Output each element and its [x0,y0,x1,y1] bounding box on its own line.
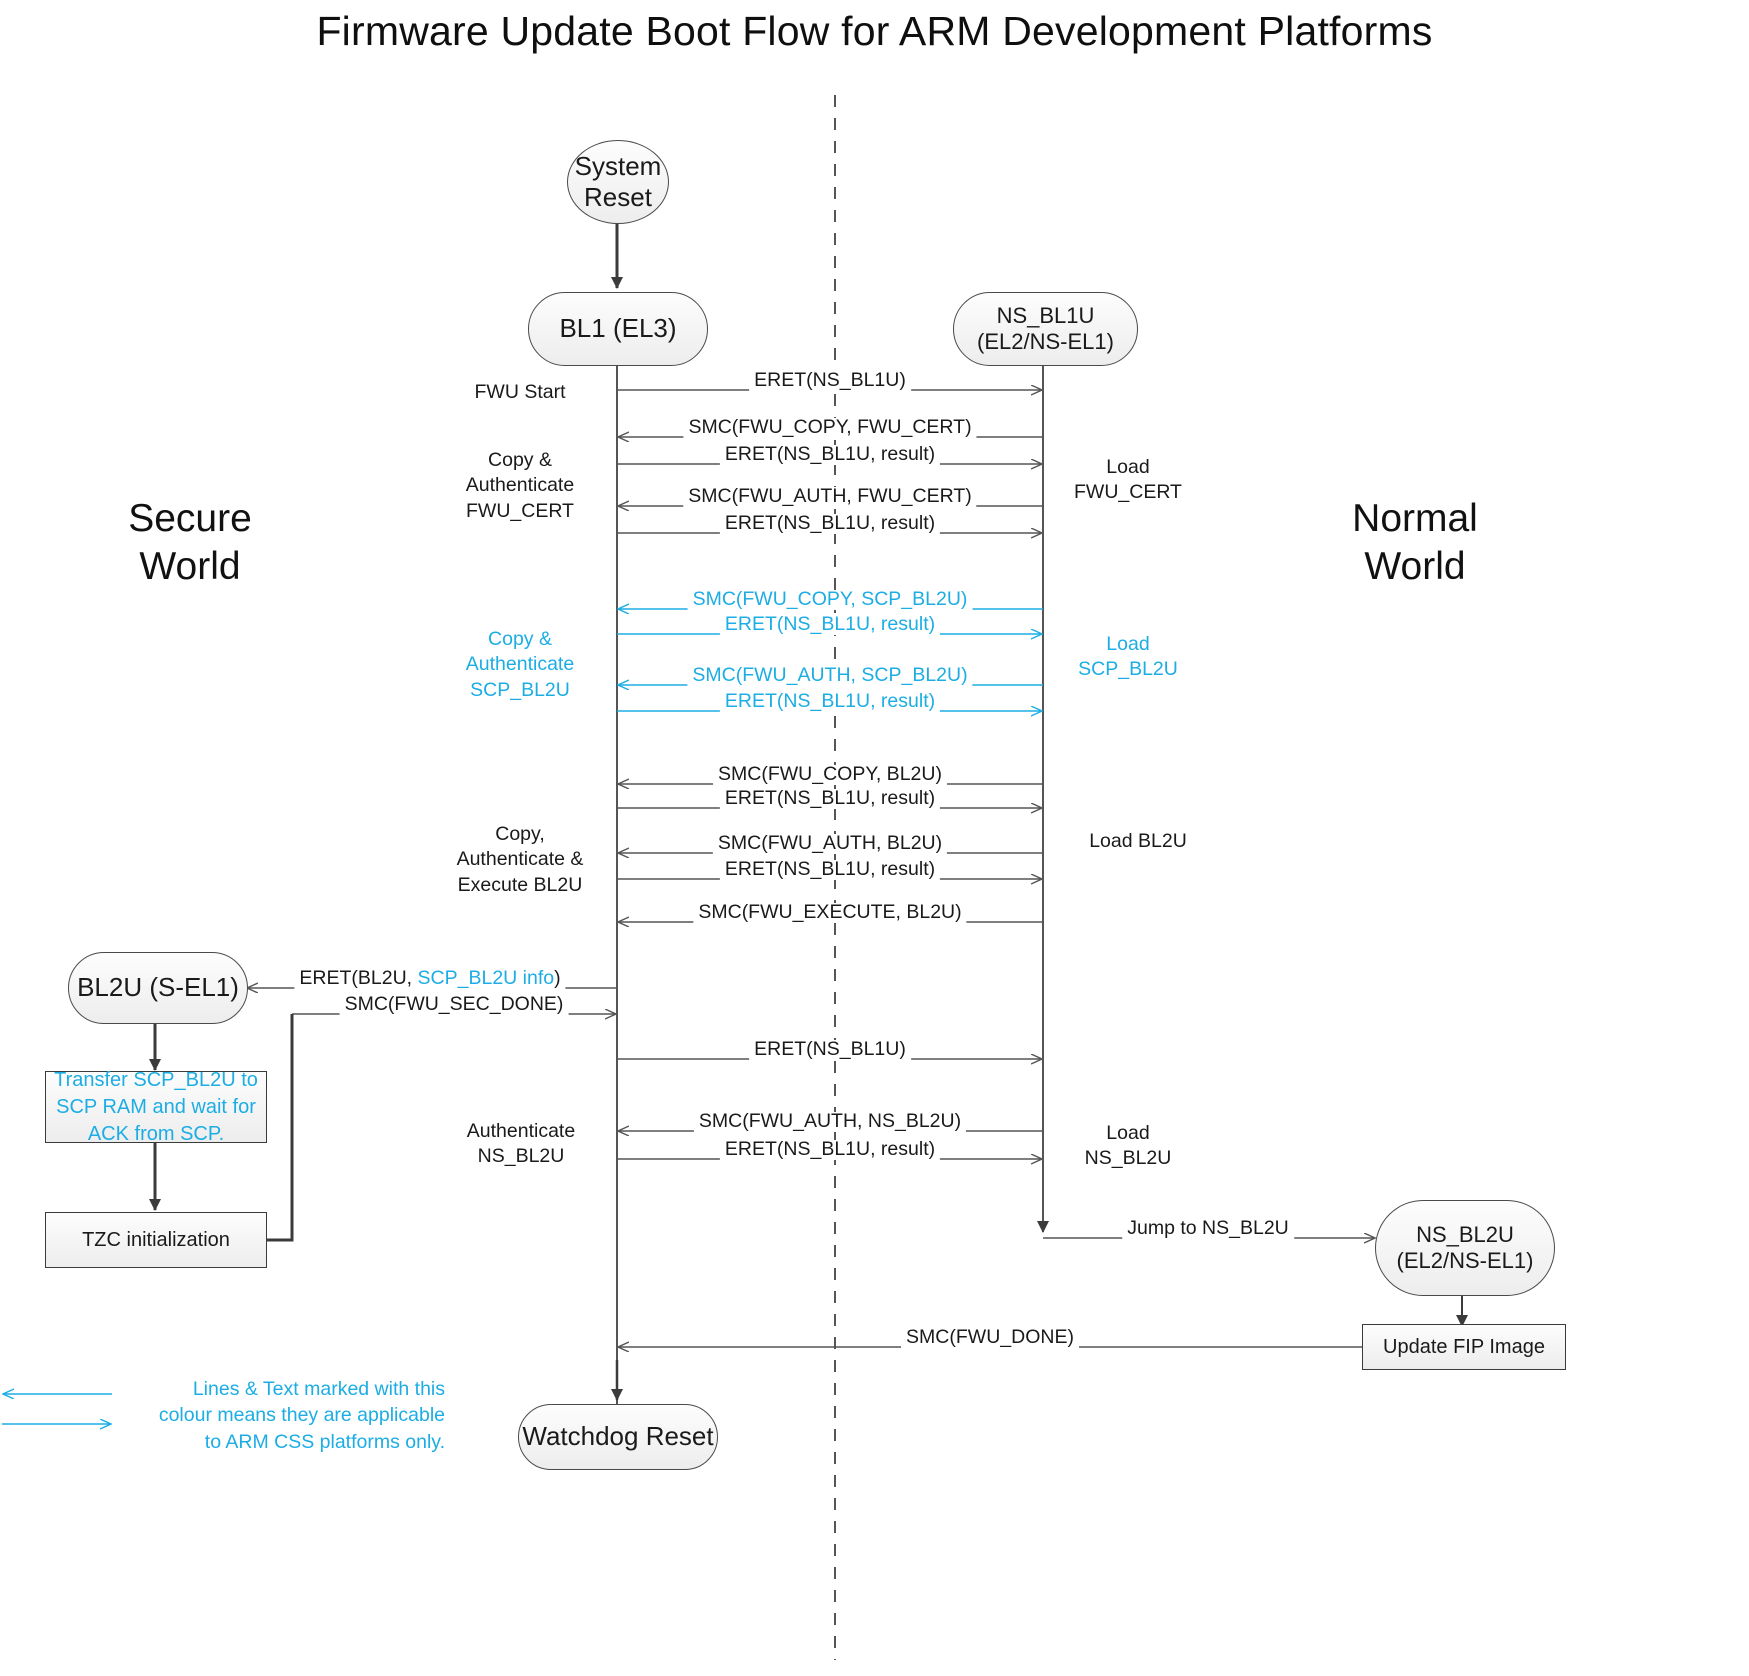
box-transfer-scp-bl2u-label: Transfer SCP_BL2U to SCP RAM and wait fo… [54,1068,258,1145]
left-label-l2: Copy & Authenticate FWU_CERT [465,449,575,522]
node-watchdog-reset[interactable]: Watchdog Reset [518,1404,718,1470]
message-m8: SMC(FWU_AUTH, SCP_BL2U) [687,665,973,686]
message-smc-fwu-done: SMC(FWU_DONE) [901,1327,1079,1348]
left-label-l1: FWU Start [474,381,566,403]
message-m11: ERET(NS_BL1U, result) [719,788,941,809]
node-system-reset[interactable]: System Reset [567,140,669,224]
right-label-r4: Load NS_BL2U [1084,1122,1172,1170]
message-m4: SMC(FWU_AUTH, FWU_CERT) [683,486,977,507]
secure-world-label: Secure World [128,497,252,588]
message-m7: ERET(NS_BL1U, result) [719,614,941,635]
message-m9: ERET(NS_BL1U, result) [719,691,941,712]
left-label-l5: Authenticate NS_BL2U [466,1120,576,1168]
box-transfer-scp-bl2u[interactable]: Transfer SCP_BL2U to SCP RAM and wait fo… [45,1069,267,1145]
message-smc-fwu-sec-done: SMC(FWU_SEC_DONE) [339,994,569,1015]
message-m17: ERET(NS_BL1U, result) [719,1139,941,1160]
message-eret-bl2u-cyan: SCP_BL2U info [417,967,555,989]
message-m3: ERET(NS_BL1U, result) [719,444,941,465]
box-update-fip-image-label: Update FIP Image [1383,1335,1545,1358]
left-label-l3: Copy & Authenticate SCP_BL2U [465,628,575,701]
message-eret-bl2u-prefix: ERET(BL2U, [299,967,418,989]
normal-world-label: Normal World [1352,497,1478,588]
message-m6: SMC(FWU_COPY, SCP_BL2U) [687,589,973,610]
node-ns-bl1u[interactable]: NS_BL1U (EL2/NS-EL1) [953,292,1138,366]
message-m16: SMC(FWU_AUTH, NS_BL2U) [693,1111,967,1132]
box-update-fip-image[interactable]: Update FIP Image [1362,1324,1566,1370]
node-bl1-label: BL1 (EL3) [559,313,677,344]
message-m12: SMC(FWU_AUTH, BL2U) [712,833,948,854]
message-m10: SMC(FWU_COPY, BL2U) [713,764,947,785]
message-m5: ERET(NS_BL1U, result) [719,513,941,534]
message-m13: ERET(NS_BL1U, result) [719,859,941,880]
node-watchdog-reset-label: Watchdog Reset [522,1421,714,1452]
message-jump-to-ns-bl2u: Jump to NS_BL2U [1122,1218,1294,1239]
message-m15: ERET(NS_BL1U) [749,1039,911,1060]
node-system-reset-label: System Reset [574,150,662,212]
node-bl2u[interactable]: BL2U (S-EL1) [68,952,248,1024]
box-tzc-initialization[interactable]: TZC initialization [45,1212,267,1268]
message-eret-bl2u-suffix: ) [554,967,561,989]
node-bl1[interactable]: BL1 (EL3) [528,292,708,366]
left-label-l4: Copy, Authenticate & Execute BL2U [456,823,584,896]
node-ns-bl2u[interactable]: NS_BL2U (EL2/NS-EL1) [1375,1200,1555,1296]
page-title: Firmware Update Boot Flow for ARM Develo… [316,8,1433,54]
right-label-r1: Load FWU_CERT [1074,456,1182,504]
box-tzc-initialization-label: TZC initialization [82,1228,230,1251]
node-ns-bl1u-label: NS_BL1U (EL2/NS-EL1) [977,302,1114,354]
message-m14: SMC(FWU_EXECUTE, BL2U) [693,902,967,923]
right-label-r2: Load SCP_BL2U [1078,633,1178,681]
node-bl2u-label: BL2U (S-EL1) [77,972,239,1003]
right-label-r3: Load BL2U [1089,830,1187,852]
legend-note: Lines & Text marked with this colour mea… [158,1378,445,1453]
message-m2: SMC(FWU_COPY, FWU_CERT) [683,417,977,438]
node-ns-bl2u-label: NS_BL2U (EL2/NS-EL1) [1396,1221,1534,1273]
message-m1: ERET(NS_BL1U) [749,370,911,391]
message-eret-bl2u: ERET(BL2U, SCP_BL2U info) [294,967,566,989]
